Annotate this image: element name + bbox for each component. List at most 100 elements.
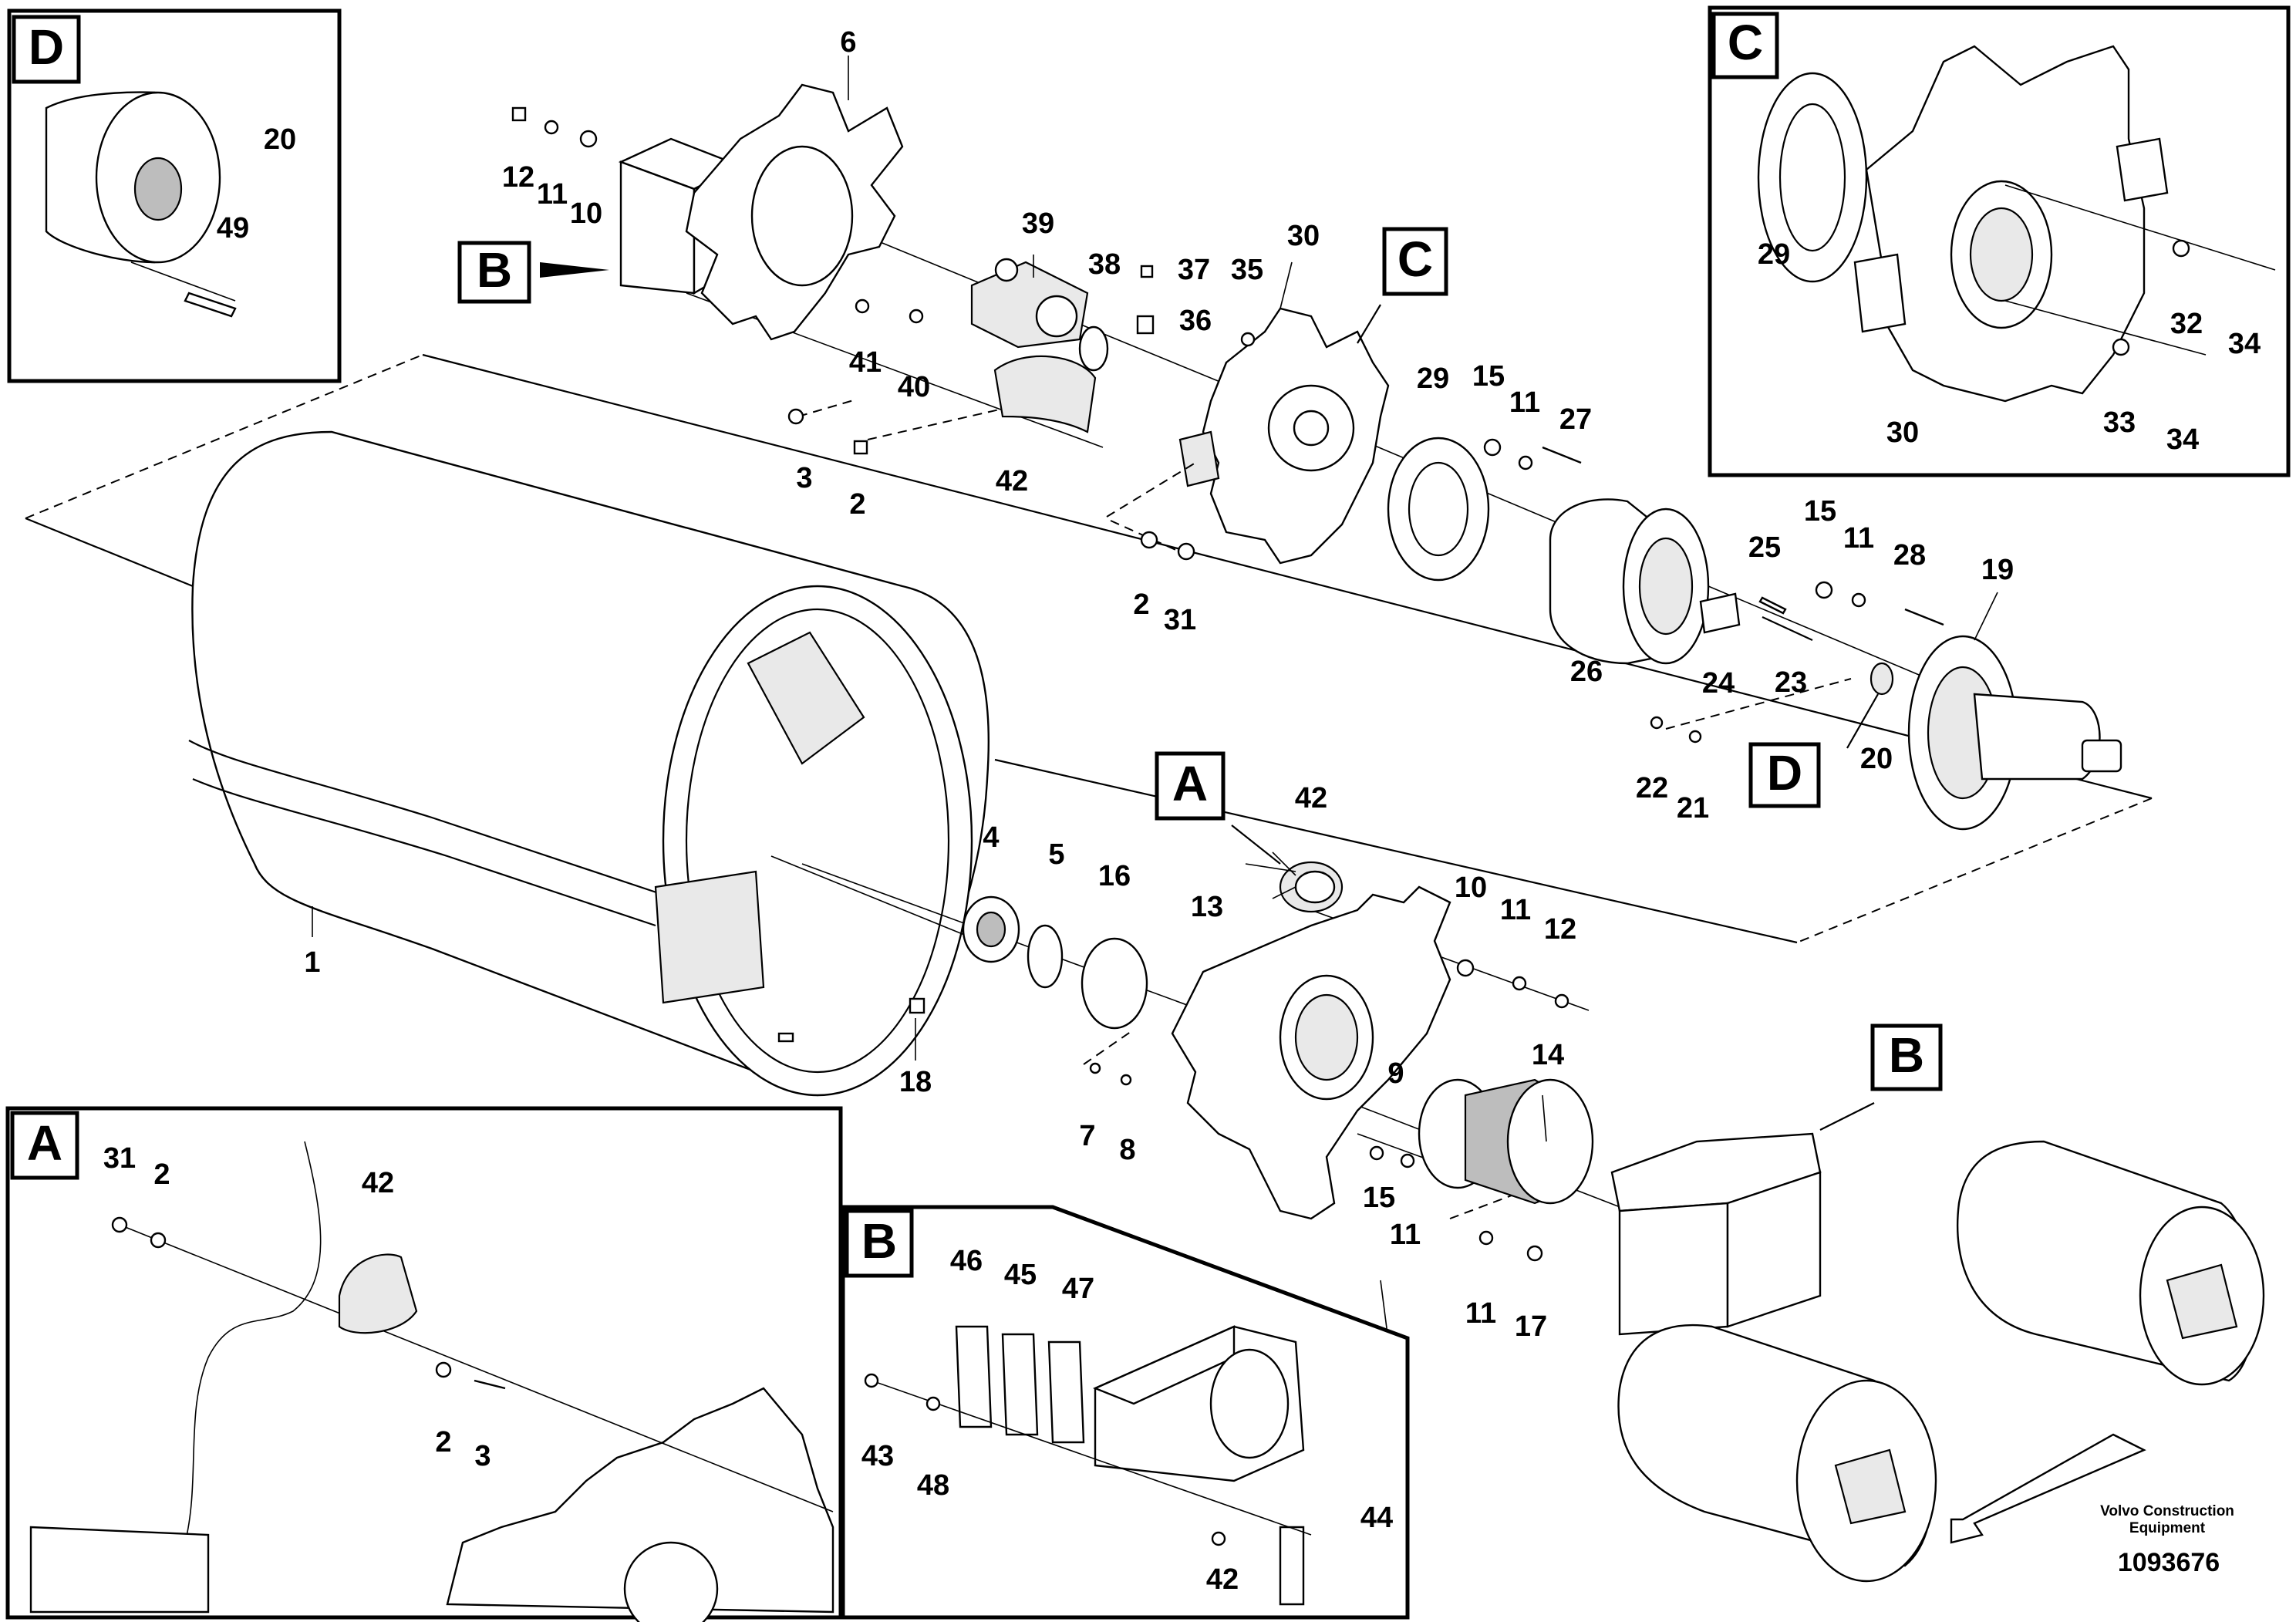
callout-c-pointer — [1357, 304, 1381, 344]
fasteners-upper — [511, 106, 1866, 744]
callout-47: 47 — [1062, 1273, 1094, 1305]
callout-box-b-upper — [457, 241, 531, 304]
callout-31-detail-a: 31 — [103, 1142, 136, 1175]
callout-14: 14 — [1532, 1039, 1564, 1071]
callout-3-detail-a: 3 — [474, 1440, 491, 1472]
callout-37: 37 — [1178, 254, 1210, 286]
callout-3-upper: 3 — [796, 462, 812, 494]
dashed-link-5 — [1110, 520, 1188, 556]
detail-view-c — [1708, 5, 2291, 477]
detail-view-b — [841, 1205, 1410, 1620]
o-ring-38 — [1078, 325, 1109, 372]
callout-a-letter: A — [1172, 756, 1208, 811]
callout-box-b-lower — [1870, 1023, 1943, 1091]
drive-housing-26 — [1549, 498, 1710, 665]
callout-15-lower: 15 — [1363, 1182, 1395, 1214]
brand-line-1: Volvo Construction — [2100, 1503, 2234, 1519]
callout-41: 41 — [849, 346, 882, 379]
detail-view-a — [5, 1106, 843, 1622]
callout-42-detail-a: 42 — [362, 1167, 394, 1199]
callout-29-main: 29 — [1417, 363, 1449, 395]
fitting-36 — [1136, 315, 1155, 335]
callout-12-upper: 12 — [502, 161, 534, 194]
callout-20-detail-d: 20 — [264, 123, 296, 156]
callout-30-detail-c: 30 — [1886, 416, 1919, 449]
callout-18: 18 — [899, 1066, 932, 1098]
dashed-link-2 — [867, 408, 1003, 440]
dashed-link-3 — [1106, 462, 1196, 518]
callout-43: 43 — [861, 1440, 894, 1472]
callout-25: 25 — [1748, 531, 1781, 564]
detail-b-letter: B — [861, 1213, 897, 1269]
snap-ring-5 — [1027, 924, 1064, 989]
callout-23: 23 — [1775, 666, 1807, 699]
detail-a-letter: A — [27, 1115, 62, 1171]
flange-20-small — [1870, 662, 1894, 696]
drive-motor-19 — [1907, 635, 2122, 831]
callout-10-lower: 10 — [1455, 872, 1487, 904]
callout-d-pointer — [1846, 693, 1879, 749]
callout-2-mid: 2 — [1133, 588, 1149, 621]
dashed-link-1 — [797, 399, 857, 417]
callout-box-d — [1748, 742, 1821, 808]
orientation-view — [1617, 1140, 2265, 1583]
callout-6: 6 — [840, 26, 856, 59]
mounting-plate-30 — [1202, 307, 1390, 565]
callout-30-main: 30 — [1287, 220, 1320, 252]
callout-36: 36 — [1179, 305, 1212, 337]
callout-12-lower: 12 — [1544, 913, 1576, 946]
callout-b-pointer-lower — [1819, 1102, 1875, 1131]
bearing-4 — [962, 895, 1020, 963]
bolt-27 — [1542, 446, 1582, 464]
callout-16: 16 — [1098, 860, 1131, 892]
callout-11-upper: 11 — [537, 178, 568, 211]
callout-26: 26 — [1570, 656, 1603, 688]
callout-b-upper-letter: B — [477, 242, 512, 298]
assembly-envelope — [25, 353, 2153, 944]
callout-21: 21 — [1677, 792, 1709, 824]
callout-2-upper: 2 — [849, 488, 865, 521]
star-plate-upper — [685, 83, 904, 341]
part-number-labels: 20 49 6 12 11 10 39 38 37 35 30 36 41 40… — [103, 26, 2261, 1596]
callout-38: 38 — [1088, 248, 1121, 281]
cover-disc-16 — [1081, 937, 1148, 1030]
detail-c-letter: C — [1728, 15, 1763, 70]
document-number: 1093676 — [2118, 1548, 2220, 1577]
callout-box-a — [1155, 751, 1226, 821]
callout-8: 8 — [1119, 1134, 1135, 1166]
bracket-9 — [1610, 1132, 1822, 1336]
star-plate-13 — [1171, 885, 1451, 1220]
callout-11-lower: 11 — [1500, 894, 1531, 926]
callout-27: 27 — [1559, 403, 1592, 436]
callout-2-detail-a: 2 — [153, 1158, 170, 1191]
cover-upper — [993, 355, 1097, 433]
plug-37 — [1140, 265, 1154, 278]
fasteners-lower — [909, 959, 1569, 1262]
callout-29-detail-c: 29 — [1758, 238, 1790, 271]
callout-48: 48 — [917, 1469, 949, 1502]
dashed-link-4 — [1665, 678, 1852, 730]
callout-7: 7 — [1079, 1120, 1095, 1152]
callout-22: 22 — [1636, 772, 1668, 804]
callout-11-right: 11 — [1843, 522, 1874, 555]
detail-view-d — [7, 8, 342, 383]
callout-15-right: 15 — [1804, 495, 1836, 528]
callout-17: 17 — [1515, 1310, 1547, 1343]
callout-box-c — [1382, 227, 1448, 296]
callout-49: 49 — [217, 212, 249, 244]
callout-c-letter: C — [1397, 231, 1433, 287]
callout-28: 28 — [1893, 539, 1926, 572]
callout-44: 44 — [1360, 1502, 1393, 1534]
callout-11-bottom: 11 — [1465, 1297, 1496, 1330]
drum-shell — [188, 430, 990, 1097]
pin-25 — [1758, 596, 1787, 615]
callout-32: 32 — [2170, 308, 2203, 340]
callout-34-upper: 34 — [2228, 328, 2261, 360]
hydraulic-pump — [970, 258, 1089, 349]
shaft-24 — [1699, 592, 1741, 634]
callout-11-motor: 11 — [1390, 1219, 1421, 1251]
dashed-link-7 — [1449, 1195, 1512, 1219]
callout-19: 19 — [1981, 554, 2014, 586]
gasket-29 — [1387, 437, 1490, 582]
